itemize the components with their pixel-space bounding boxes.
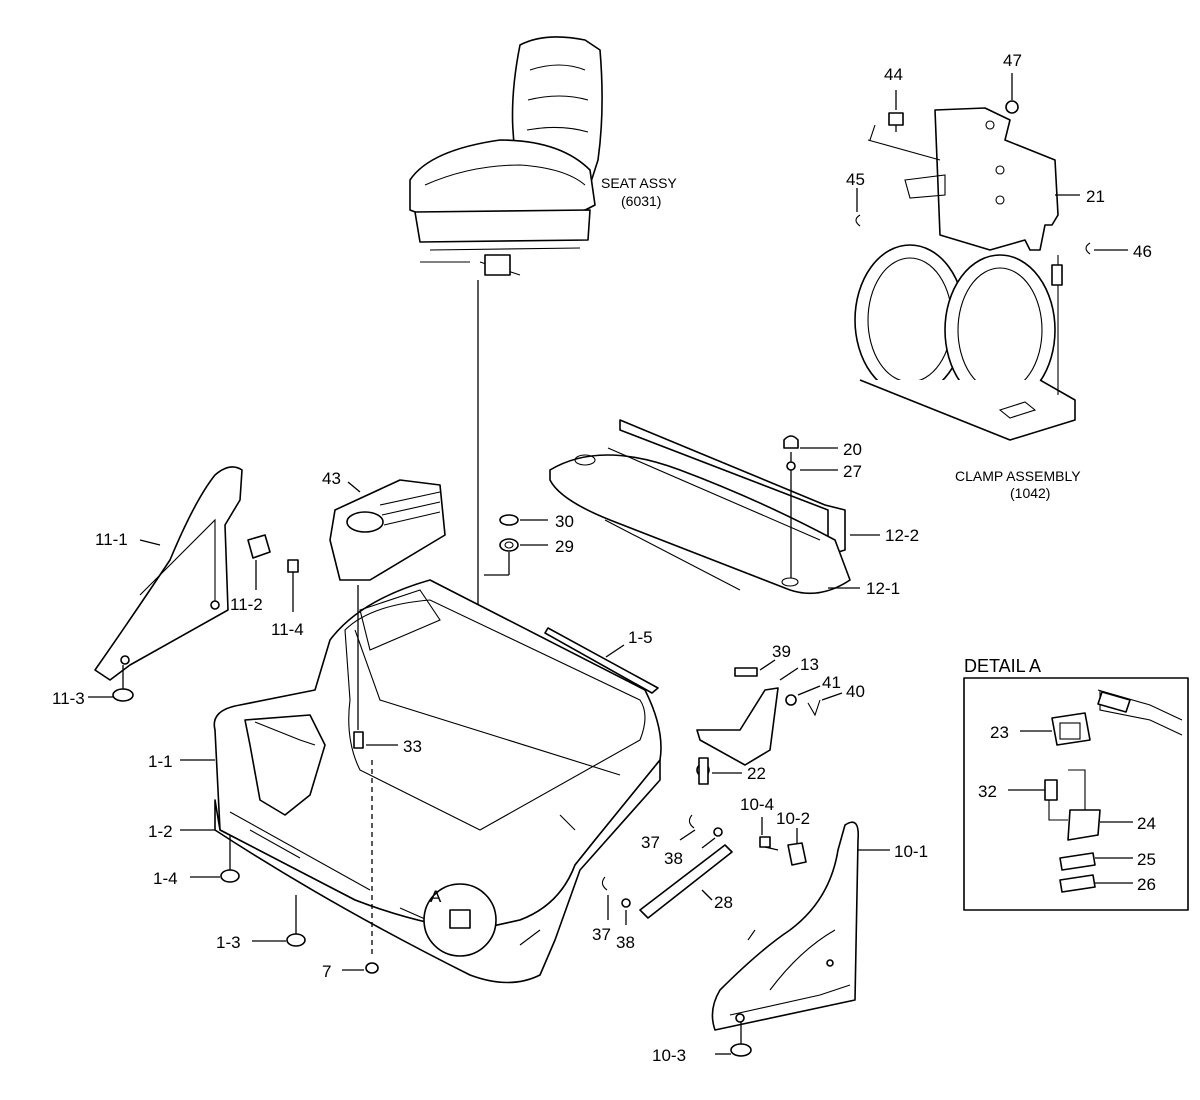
console-box	[329, 479, 446, 581]
label-37-lower: 37	[592, 925, 611, 944]
clamp-assembly-caption: CLAMP ASSEMBLY	[955, 468, 1081, 484]
clamp-assembly	[854, 107, 1076, 441]
rear-cover-panel	[549, 419, 880, 595]
label-21: 21	[1086, 187, 1105, 206]
right-side-panel	[711, 817, 890, 1057]
label-22: 22	[747, 764, 766, 783]
seat-assy-code: (6031)	[621, 193, 661, 209]
clamp-assembly-code: (1042)	[1010, 485, 1050, 501]
label-40: 40	[846, 682, 865, 701]
grommets-29-30	[484, 514, 548, 576]
label-30: 30	[555, 512, 574, 531]
label-12-2: 12-2	[885, 526, 919, 545]
label-13: 13	[800, 655, 819, 674]
label-43: 43	[322, 469, 341, 488]
seat-assembly	[409, 36, 603, 276]
label-11-2: 11-2	[230, 595, 263, 614]
label-1-5: 1-5	[628, 628, 653, 647]
label-38-lower: 38	[616, 933, 635, 952]
label-1-3: 1-3	[216, 933, 241, 952]
label-A: A	[430, 887, 442, 906]
label-27: 27	[843, 462, 862, 481]
label-41: 41	[822, 673, 841, 692]
label-11-4: 11-4	[271, 620, 304, 639]
label-1-2: 1-2	[148, 822, 173, 841]
clamp-hardware	[855, 73, 1128, 255]
label-10-1: 10-1	[894, 842, 928, 861]
label-23: 23	[990, 723, 1009, 742]
label-11-3: 11-3	[52, 689, 85, 708]
seat-assy-caption: SEAT ASSY	[601, 175, 677, 191]
label-1-4: 1-4	[153, 869, 178, 888]
label-10-4: 10-4	[740, 795, 774, 814]
label-46: 46	[1133, 242, 1152, 261]
label-10-2: 10-2	[776, 809, 810, 828]
label-29: 29	[555, 537, 574, 556]
hinge-bracket	[696, 659, 843, 785]
operator-platform-body	[213, 579, 662, 984]
label-33: 33	[403, 737, 422, 756]
label-1-1: 1-1	[148, 752, 173, 771]
label-44: 44	[884, 65, 903, 84]
label-12-1: 12-1	[866, 579, 900, 598]
left-leaders	[180, 759, 306, 947]
label-32: 32	[978, 782, 997, 801]
label-45: 45	[846, 170, 865, 189]
seal-strip	[544, 627, 659, 694]
label-24: 24	[1137, 814, 1156, 833]
bolt-33	[342, 585, 398, 974]
detail-a-title: DETAIL A	[964, 656, 1041, 676]
label-25: 25	[1137, 850, 1156, 869]
label-38-upper: 38	[664, 849, 683, 868]
label-26: 26	[1137, 875, 1156, 894]
label-20: 20	[843, 440, 862, 459]
label-28: 28	[714, 893, 733, 912]
label-47: 47	[1003, 51, 1022, 70]
label-11-1: 11-1	[95, 530, 128, 549]
detail-a-parts	[1008, 689, 1183, 893]
label-7: 7	[322, 962, 331, 981]
label-10-3: 10-3	[652, 1046, 686, 1065]
label-39: 39	[772, 642, 791, 661]
left-side-panel	[88, 466, 299, 702]
label-37-upper: 37	[641, 833, 660, 852]
gas-spring	[601, 814, 733, 925]
